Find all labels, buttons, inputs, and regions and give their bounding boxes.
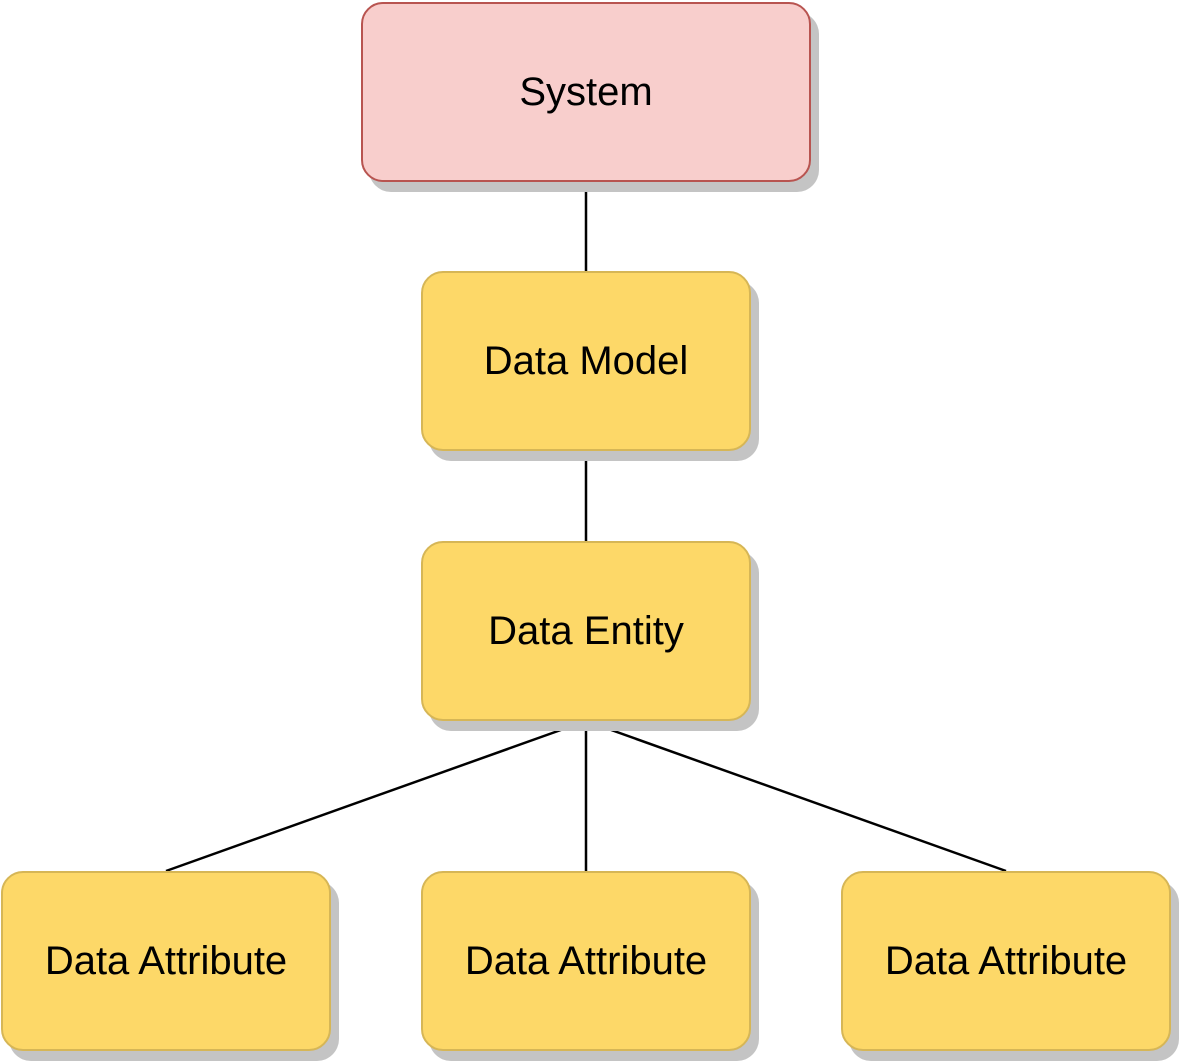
node-data-model[interactable]: Data Model bbox=[421, 271, 751, 451]
node-data-attribute-3[interactable]: Data Attribute bbox=[841, 871, 1171, 1051]
node-data-entity[interactable]: Data Entity bbox=[421, 541, 751, 721]
node-system-label: System bbox=[519, 69, 653, 114]
node-data-entity-label: Data Entity bbox=[488, 608, 684, 653]
node-data-attribute-1-label: Data Attribute bbox=[44, 938, 288, 983]
node-system[interactable]: System bbox=[361, 2, 811, 182]
node-data-attribute-1[interactable]: Data Attribute bbox=[1, 871, 331, 1051]
node-data-attribute-2-label: Data Attribute bbox=[464, 938, 708, 983]
node-data-attribute-3-label: Data Attribute bbox=[884, 938, 1128, 983]
edge-data-entity-to-data-attribute-1 bbox=[165, 719, 587, 873]
edge-data-entity-to-data-attribute-3 bbox=[585, 719, 1007, 873]
node-data-attribute-2[interactable]: Data Attribute bbox=[421, 871, 751, 1051]
node-data-model-label: Data Model bbox=[483, 338, 689, 383]
